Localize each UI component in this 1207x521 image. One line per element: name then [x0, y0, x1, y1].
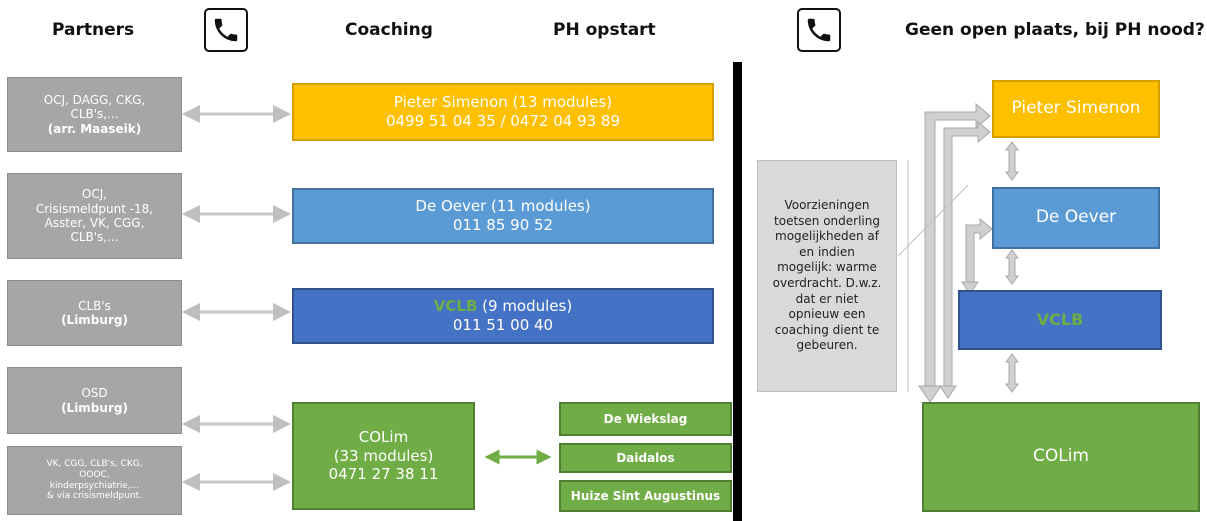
colim-sub-daidalos: Daidalos	[559, 443, 732, 473]
phone-icon	[797, 8, 841, 52]
coaching-title: VCLB (9 modules)	[434, 297, 572, 316]
coaching-box-vclb: VCLB (9 modules) 011 51 00 40	[292, 288, 714, 344]
coaching-title: COLim	[358, 427, 409, 446]
note-warme-overdracht: Voorzieningen toetsen onderling mogelijk…	[757, 160, 897, 392]
partner-box-crisis: OCJ, Crisismeldpunt -18, Asster, VK, CGG…	[7, 173, 182, 259]
coaching-phone: 0499 51 04 35 / 0472 04 93 89	[385, 112, 621, 130]
partner-line: OOOC,	[79, 469, 110, 480]
coaching-box-pieter-simenon: Pieter Simenon (13 modules) 0499 51 04 3…	[292, 83, 714, 141]
header-coaching: Coaching	[345, 20, 433, 40]
partner-bold-line: (arr. Maaseik)	[47, 121, 142, 136]
right-box-pieter-simenon: Pieter Simenon	[992, 80, 1160, 138]
partner-box-maaseik: OCJ, DAGG, CKG, CLB's,... (arr. Maaseik)	[7, 77, 182, 152]
header-ph-opstart: PH opstart	[553, 20, 656, 40]
partner-bold-line: (Limburg)	[61, 400, 128, 415]
partner-line: Asster, VK, CGG,	[44, 216, 145, 230]
coaching-box-colim: COLim (33 modules) 0471 27 38 11	[292, 402, 475, 510]
partner-box-clbs: CLB's (Limburg)	[7, 280, 182, 346]
coaching-title: De Oever (11 modules)	[415, 197, 591, 216]
partner-box-osd: OSD (Limburg)	[7, 367, 182, 434]
partner-line: CLB's,...	[70, 230, 119, 245]
right-box-de-oever: De Oever	[992, 187, 1160, 249]
partner-line: OSD	[81, 386, 108, 401]
partner-line: OCJ, DAGG, CKG,	[43, 92, 146, 107]
coaching-title: Pieter Simenon (13 modules)	[393, 93, 613, 112]
coaching-phone: 0471 27 38 11	[328, 465, 439, 484]
colim-sub-huize-sint-augustinus: Huize Sint Augustinus	[559, 480, 732, 512]
coaching-phone: 011 51 00 40	[452, 316, 554, 334]
partner-line: & via crisismeldpunt.	[46, 491, 143, 502]
partner-line: CLB's	[78, 298, 111, 313]
partner-bold-line: (Limburg)	[61, 313, 128, 327]
right-box-colim: COLim	[922, 402, 1200, 512]
header-partners: Partners	[52, 20, 135, 40]
colim-sub-de-wiekslag: De Wiekslag	[559, 402, 732, 436]
partner-line: kinderpsychiatrie,...	[49, 480, 140, 491]
coaching-box-de-oever: De Oever (11 modules) 011 85 90 52	[292, 188, 714, 244]
partner-line: CLB's,...	[70, 107, 119, 122]
header-geen-open-plaats: Geen open plaats, bij PH nood?	[905, 20, 1205, 40]
right-vclb-label: VCLB	[1036, 310, 1084, 329]
partner-box-vk: VK, CGG, CLB's, CKG, OOOC, kinderpsychia…	[7, 446, 182, 515]
partner-line: OCJ,	[81, 187, 108, 202]
vclb-name: VCLB	[433, 297, 478, 316]
coaching-modules: (33 modules)	[333, 446, 434, 465]
phone-icon	[204, 8, 248, 52]
partner-line: Crisismeldpunt -18,	[35, 201, 154, 216]
vertical-divider	[733, 62, 742, 521]
partner-line: VK, CGG, CLB's, CKG,	[46, 458, 143, 469]
vclb-modules: (9 modules)	[477, 297, 573, 316]
right-box-vclb: VCLB	[958, 290, 1162, 350]
coaching-phone: 011 85 90 52	[452, 216, 554, 234]
